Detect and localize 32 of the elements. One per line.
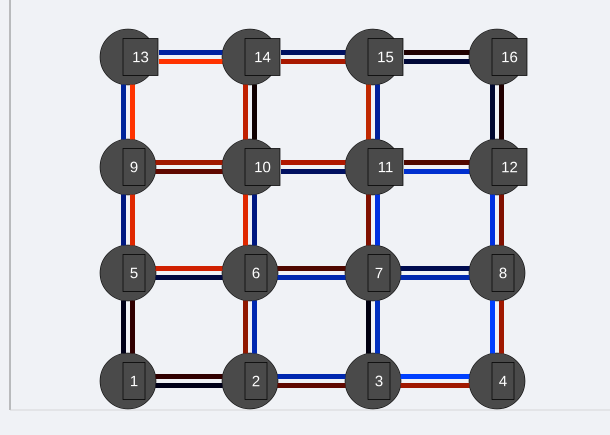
number-label: 4 xyxy=(492,362,514,400)
grid-node xyxy=(100,138,156,196)
number-label: 11 xyxy=(368,148,404,186)
grid-node xyxy=(222,28,280,86)
number-label: 7 xyxy=(368,254,390,292)
grid-node xyxy=(468,352,526,410)
grid-node xyxy=(344,244,402,302)
number-label: 1 xyxy=(122,362,146,400)
number-label: 2 xyxy=(244,362,268,400)
number-label: 3 xyxy=(368,362,390,400)
number-label: 6 xyxy=(244,254,268,292)
grid-node xyxy=(100,28,158,86)
grid-node xyxy=(344,352,402,410)
number-label: 15 xyxy=(368,38,404,76)
grid-node xyxy=(468,244,526,302)
grid-node xyxy=(222,352,278,410)
grid-node xyxy=(100,352,156,410)
grid-node xyxy=(222,138,280,196)
grid-node xyxy=(468,138,528,196)
number-label: 13 xyxy=(122,38,158,76)
number-label: 5 xyxy=(122,254,146,292)
grid-node xyxy=(468,28,528,86)
grid-node xyxy=(344,28,404,86)
number-label: 12 xyxy=(492,148,528,186)
grid-node xyxy=(100,244,156,302)
grid-node xyxy=(222,244,278,302)
number-label: 8 xyxy=(492,254,514,292)
number-label: 10 xyxy=(244,148,280,186)
number-label: 16 xyxy=(492,38,528,76)
number-label: 14 xyxy=(244,38,280,76)
grid-node xyxy=(344,138,404,196)
number-label: 9 xyxy=(122,148,146,186)
